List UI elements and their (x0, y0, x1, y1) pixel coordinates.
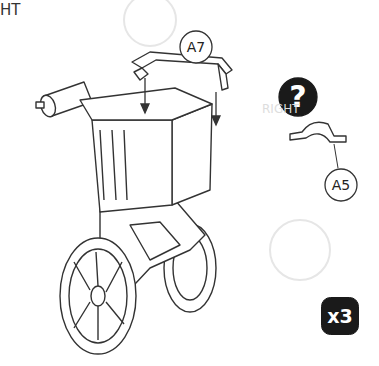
callout-circle: A7 (179, 30, 213, 64)
box-side (172, 104, 212, 205)
wheel-hub (91, 286, 105, 306)
wheel-spokes (74, 252, 124, 340)
box-front (92, 120, 172, 212)
robot-vehicle (36, 82, 216, 354)
box-ribs (100, 130, 127, 200)
cut-off-label: HT (0, 3, 20, 18)
motor-shaft (36, 102, 44, 108)
circle-shape (325, 169, 357, 201)
a5-strap-part (290, 122, 346, 142)
callout-circle: A5 (324, 168, 358, 202)
circle-shape (180, 31, 212, 63)
rounded-shape (322, 298, 359, 335)
box-top (80, 88, 212, 120)
front-wheel-rim (69, 249, 127, 343)
front-wheel (60, 238, 136, 354)
node-text: A5 (332, 178, 350, 192)
assembly-arrows (141, 78, 220, 125)
node-text: A7 (187, 40, 205, 54)
node-text: x3 (327, 307, 352, 326)
watermark-text: RIGHT (262, 103, 300, 115)
quantity-badge: x3 (321, 297, 359, 335)
chassis-cutout (130, 222, 180, 260)
a7-clip-part (132, 52, 232, 90)
leader-line (334, 144, 338, 168)
